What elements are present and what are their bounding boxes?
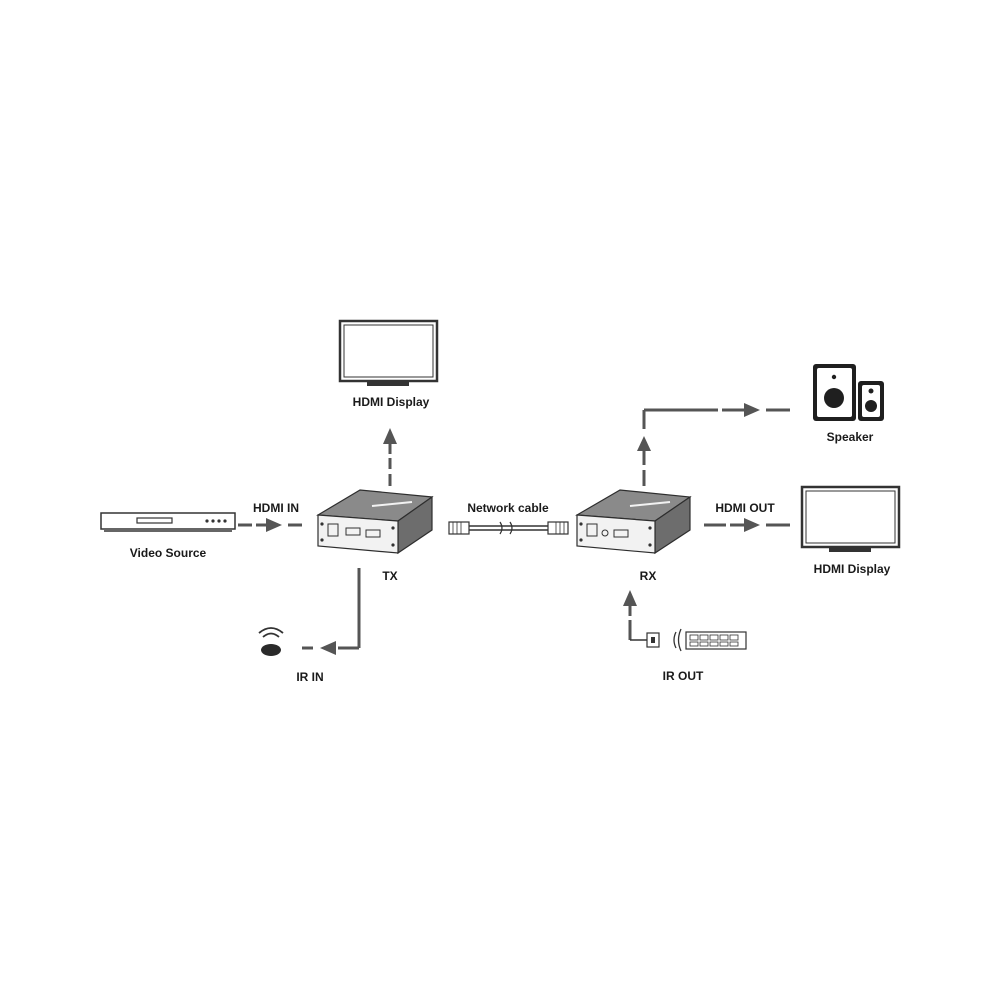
ir-in-arrow [302, 568, 361, 655]
ir-emitter-icon [646, 632, 660, 648]
network-cable [469, 521, 548, 535]
hdmi-display-right-label: HDMI Display [814, 562, 891, 576]
rx-label: RX [640, 569, 657, 583]
video-source-label: Video Source [130, 546, 207, 560]
receiver-icon [575, 489, 692, 555]
ir-out-arrow [623, 590, 647, 641]
rj45-connector-icon [547, 521, 569, 535]
hdmi-in-label: HDMI IN [253, 501, 299, 515]
ir-receiver-icon [258, 627, 284, 656]
speaker-icon [813, 364, 884, 421]
hdmi-out-label: HDMI OUT [715, 501, 775, 515]
monitor-icon [338, 319, 439, 386]
dvd-player-icon [100, 512, 236, 532]
hdmi-out-arrow [704, 518, 790, 532]
transmitter-icon [316, 489, 434, 555]
speaker-label: Speaker [827, 430, 874, 444]
network-cable-label: Network cable [467, 501, 549, 515]
tx-label: TX [382, 569, 397, 583]
rj45-connector-icon [448, 521, 470, 535]
ir-in-label: IR IN [296, 670, 323, 684]
hdmi-display-top-label: HDMI Display [353, 395, 430, 409]
hdmi-in-arrow [238, 518, 302, 532]
monitor-icon [800, 485, 901, 552]
remote-control-icon [673, 628, 747, 652]
rx-to-speaker-arrow [637, 403, 790, 486]
ir-out-label: IR OUT [663, 669, 704, 683]
tx-to-display-arrow [383, 428, 397, 486]
